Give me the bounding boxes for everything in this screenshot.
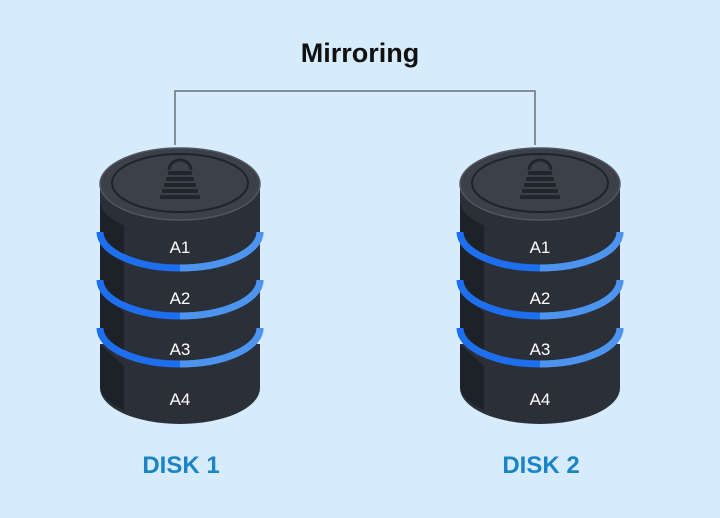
platter-shade [100, 344, 124, 410]
disk-top-cap [459, 147, 621, 236]
lock-icon [520, 158, 560, 199]
block-label-a2: A2 [530, 289, 551, 308]
lock-bar-3 [524, 183, 556, 187]
block-label-a1: A1 [530, 238, 551, 257]
mirror-connector-line [174, 90, 536, 145]
block-label-a3: A3 [170, 340, 191, 359]
lock-bar-3 [164, 183, 196, 187]
platter-ring-highlight [179, 231, 264, 272]
cap-inner-ring [111, 153, 249, 213]
block-label-a3: A3 [530, 340, 551, 359]
lock-icon [160, 158, 200, 199]
cap-inner-ring [471, 153, 609, 213]
block-label-a1: A1 [170, 238, 191, 257]
lock-bar-1 [168, 171, 192, 175]
platter-ring-highlight [179, 279, 264, 320]
lock-bar-5 [160, 195, 200, 199]
disk-2-label: DISK 2 [502, 452, 580, 479]
lock-bar-2 [526, 177, 554, 181]
lock-bar-1 [528, 171, 552, 175]
lock-bar-4 [162, 189, 198, 193]
platter-ring-highlight [539, 231, 624, 272]
platter-shade [460, 344, 484, 410]
platter-ring-highlight [539, 327, 624, 368]
disk-top-cap [99, 147, 261, 236]
lock-bar-4 [522, 189, 558, 193]
platter-ring-highlight [539, 279, 624, 320]
disk-1-label: DISK 1 [142, 452, 220, 479]
block-label-a4: A4 [530, 390, 551, 409]
block-label-a4: A4 [170, 390, 191, 409]
lock-shackle [527, 158, 553, 171]
platter-ring-highlight [179, 327, 264, 368]
lock-bar-5 [520, 195, 560, 199]
block-label-a2: A2 [170, 289, 191, 308]
lock-shackle [167, 158, 193, 171]
diagram-title: Mirroring [300, 38, 420, 68]
lock-bar-2 [166, 177, 194, 181]
